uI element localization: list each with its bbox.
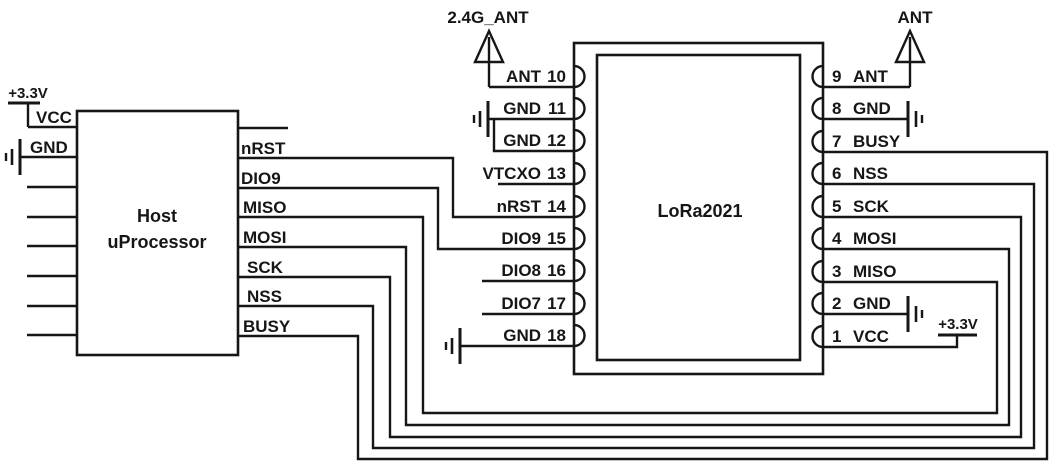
supply-3v3-label-1: +3.3V [938, 316, 978, 333]
module-outer-box [572, 41, 825, 376]
module-pin-name-18: GND [503, 326, 541, 345]
module-pin-name-14: nRST [497, 197, 542, 216]
module-pin-number-3: 3 [832, 262, 841, 281]
net-sck-wire [238, 215, 1023, 439]
vcc1-wire [823, 335, 959, 349]
antenna-label-2-4g-ant: 2.4G_ANT [447, 8, 529, 27]
net-nrst-wire [238, 156, 574, 219]
net-nss-wire [238, 182, 1036, 450]
module-pin-name-17: DIO7 [501, 294, 541, 313]
module-pin-name-3: MISO [853, 262, 896, 281]
host-pin-label-busy: BUSY [243, 317, 291, 336]
host-pin-label-nss: NSS [247, 287, 282, 306]
pin-bump-4 [811, 226, 824, 251]
host-pin-label-nrst: nRST [241, 139, 286, 158]
module-pin-name-2: GND [853, 294, 891, 313]
module-pin-number-5: 5 [832, 197, 841, 216]
module-pin-name-13: VTCXO [482, 164, 541, 183]
pin-bump-9 [811, 64, 824, 89]
pin-bump-13 [573, 161, 586, 186]
supply-3v3-label-0: +3.3V [8, 85, 48, 102]
host-pin-label-mosi: MOSI [243, 228, 286, 247]
module-pin-number-16: 16 [547, 261, 566, 280]
module-pin-number-15: 15 [547, 229, 566, 248]
module-pin-name-11: GND [503, 99, 541, 118]
pin-bump-17 [573, 291, 586, 316]
pin-bump-7 [811, 129, 824, 154]
pin-bump-6 [811, 161, 824, 186]
pin-bump-18 [573, 323, 586, 348]
module-pin-number-2: 2 [832, 294, 841, 313]
host-box [75, 109, 240, 357]
host-pin-label-gnd: GND [30, 138, 68, 157]
module-pin-name-6: NSS [853, 164, 888, 183]
module-pin-name-16: DIO8 [501, 261, 541, 280]
module-pin-number-18: 18 [547, 326, 566, 345]
host-pin-label-sck: SCK [247, 258, 284, 277]
module-pin-name-8: GND [853, 99, 891, 118]
module-pin-number-12: 12 [547, 131, 566, 150]
host-pin-label-miso: MISO [243, 198, 286, 217]
module-pin-number-8: 8 [832, 99, 841, 118]
module-pin-name-10: ANT [506, 67, 542, 86]
pin-bump-8 [811, 96, 824, 121]
module-pin-number-11: 11 [548, 99, 566, 118]
module-pin-number-4: 4 [832, 229, 842, 248]
module-pin-number-10: 10 [547, 67, 566, 86]
pin-bump-15 [573, 226, 586, 251]
module-pin-number-17: 17 [547, 294, 566, 313]
module-inner-box [595, 53, 802, 362]
module-pin-number-9: 9 [832, 67, 841, 86]
net-dio9-wire [238, 186, 574, 251]
module-pin-name-12: GND [503, 131, 541, 150]
net-mosi-wire [238, 245, 1011, 427]
module-pin-name-1: VCC [853, 327, 889, 346]
net-miso-wire [238, 215, 999, 415]
module-pin-name-15: DIO9 [501, 229, 541, 248]
pin-bump-14 [573, 194, 586, 219]
host-name-line1: Host [137, 206, 177, 226]
host-name-line2: uProcessor [107, 232, 206, 252]
pin-bump-5 [811, 194, 824, 219]
pin-bump-2 [811, 291, 824, 316]
pin-bump-10 [573, 64, 586, 89]
pin-bump-11 [573, 96, 586, 121]
host-pin-label-dio9: DIO9 [241, 169, 281, 188]
host-pin-label-vcc: VCC [36, 108, 72, 127]
pin-bump-16 [573, 258, 586, 283]
net-busy-wire [238, 150, 1049, 461]
module-pin-number-7: 7 [832, 132, 841, 151]
module-pin-number-14: 14 [547, 197, 566, 216]
module-pin-name-7: BUSY [853, 132, 901, 151]
module-pin-number-13: 13 [547, 164, 566, 183]
pin-bump-3 [811, 259, 824, 284]
module-pin-number-6: 6 [832, 164, 841, 183]
module-pin-name-5: SCK [853, 197, 890, 216]
module-name: LoRa2021 [657, 201, 742, 221]
pin-bump-1 [811, 324, 824, 349]
gnd12-tie-wire [492, 119, 574, 153]
module-pin-name-9: ANT [853, 67, 889, 86]
pin-bump-12 [573, 128, 586, 153]
module-pin-number-1: 1 [832, 327, 841, 346]
module-pin-name-4: MOSI [853, 229, 896, 248]
antenna-label-ant: ANT [898, 8, 934, 27]
